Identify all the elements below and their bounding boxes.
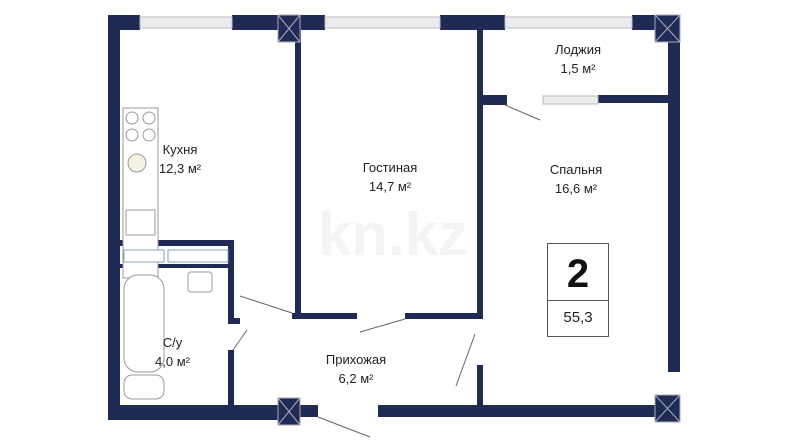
room-area: 4,0 м² <box>155 354 190 369</box>
room-name: Лоджия <box>554 42 602 57</box>
walls <box>108 15 680 420</box>
watermark: kn.kz <box>318 201 469 268</box>
room-kitchen: Кухня 12,3 м² <box>120 140 240 178</box>
room-area: 12,3 м² <box>158 161 202 176</box>
room-area: 6,2 м² <box>338 371 374 386</box>
room-loggia: Лоджия 1,5 м² <box>518 40 638 78</box>
room-living: Гостиная 14,7 м² <box>330 158 450 196</box>
room-area: 16,6 м² <box>554 181 598 196</box>
windows <box>139 16 633 105</box>
room-name: Кухня <box>162 142 198 157</box>
room-bathroom: С/у 4,0 м² <box>125 333 220 371</box>
room-name: Спальня <box>549 162 603 177</box>
room-name: Прихожая <box>325 352 387 367</box>
room-name: Гостиная <box>362 160 418 175</box>
total-area: 55,3 <box>563 309 593 326</box>
corner-columns <box>277 14 681 426</box>
room-count: 2 <box>548 244 608 301</box>
room-area: 1,5 м² <box>560 61 596 76</box>
apartment-badge: 2 55,3 <box>547 243 609 337</box>
room-area: 14,7 м² <box>368 179 412 194</box>
room-hall: Прихожая 6,2 м² <box>296 350 416 388</box>
fixtures <box>122 107 229 400</box>
door-swings <box>232 104 541 438</box>
room-bedroom: Спальня 16,6 м² <box>516 160 636 198</box>
room-name: С/у <box>162 335 183 350</box>
